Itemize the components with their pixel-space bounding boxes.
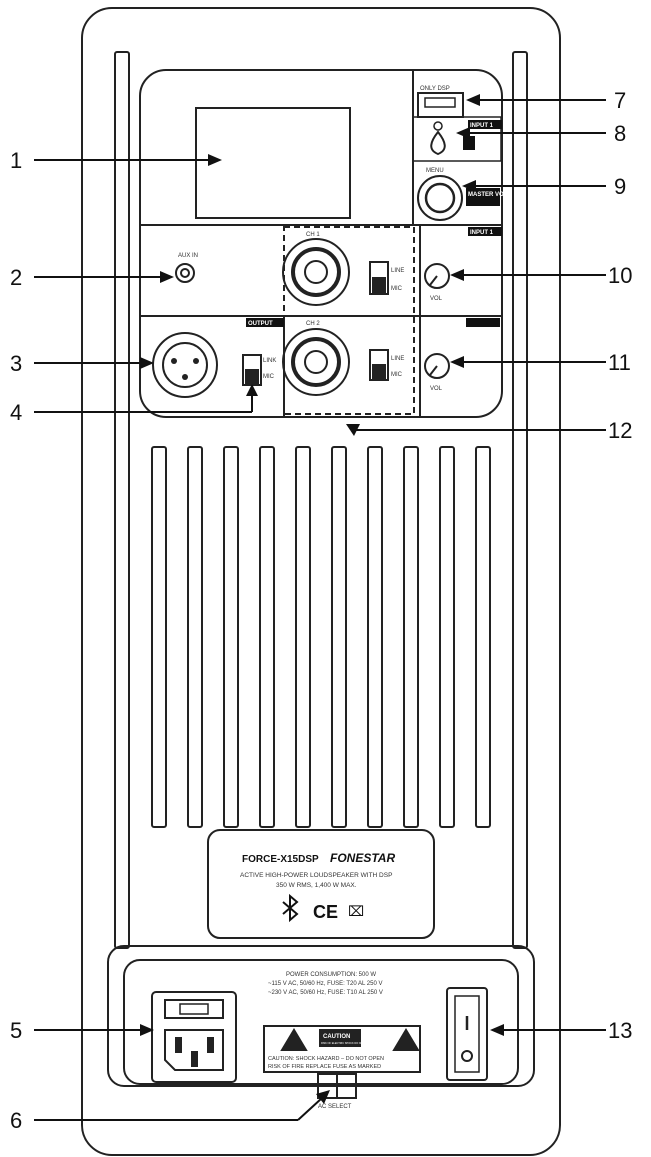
callout-11: 11 xyxy=(608,350,631,375)
label-plate xyxy=(207,829,435,939)
callout-6: 6 xyxy=(10,1108,22,1133)
ch2-combo-jack[interactable] xyxy=(282,328,350,396)
right-vent xyxy=(512,51,528,949)
ch1-vol-label: VOL xyxy=(430,296,443,302)
callout-3: 3 xyxy=(10,351,22,376)
master-volume-knob[interactable] xyxy=(417,175,463,221)
ch1-line-mic-switch[interactable] xyxy=(369,261,389,295)
callout-5: 5 xyxy=(10,1018,22,1043)
ch1-line-label: LINE xyxy=(391,268,404,274)
bluetooth-icon xyxy=(282,893,299,923)
ch2-volume-knob[interactable] xyxy=(424,353,450,379)
callout-9: 9 xyxy=(614,174,626,199)
ch2-label: CH 2 xyxy=(306,321,320,327)
only-dsp-label: ONLY DSP xyxy=(420,86,450,92)
ch1-combo-jack[interactable] xyxy=(282,238,350,306)
caution-subtitle: RISK OF ELECTRIC SHOCK DO NOT OPEN xyxy=(321,1042,372,1045)
callout-1: 1 xyxy=(10,148,22,173)
weee-bin-icon: ⌧ xyxy=(348,903,364,919)
plate-line2: 350 W RMS, 1,400 W MAX. xyxy=(276,882,357,889)
caution-warning-2: RISK OF FIRE REPLACE FUSE AS MARKED xyxy=(268,1064,381,1070)
model-name: FORCE-X15DSP xyxy=(242,854,319,865)
display-screen xyxy=(195,107,351,219)
brand-name: FONESTAR xyxy=(330,851,395,865)
callout-8: 8 xyxy=(614,121,626,146)
input1-top-badge: INPUT 1 xyxy=(470,123,494,129)
link-label: LINK xyxy=(263,358,276,364)
plate-line1: ACTIVE HIGH-POWER LOUDSPEAKER WITH DSP xyxy=(240,872,392,879)
iec-power-inlet[interactable] xyxy=(151,991,237,1083)
certification-icons: CE ⌧ xyxy=(282,893,364,923)
xlr-output-connector[interactable] xyxy=(152,332,218,398)
caution-title: CAUTION xyxy=(323,1034,350,1040)
power-section-inner xyxy=(123,959,519,1085)
ch2-vol-label: VOL xyxy=(430,386,443,392)
callout-13: 13 xyxy=(608,1018,632,1043)
ch2-mic-label: MIC xyxy=(391,372,403,378)
cabinet-outline xyxy=(81,7,561,1156)
ch2-line-label: LINE xyxy=(391,356,404,362)
aux-in-label: AUX IN xyxy=(178,253,198,259)
control-panel xyxy=(139,69,503,418)
menu-label: MENU xyxy=(426,168,444,174)
power-230v-text: ~230 V AC, 50/60 Hz, FUSE: T10 AL 250 V xyxy=(268,990,383,996)
caution-label xyxy=(263,1025,421,1073)
power-consumption-text: POWER CONSUMPTION: 500 W xyxy=(286,972,376,978)
left-vent xyxy=(114,51,130,949)
ac-select-label: AC SELECT xyxy=(318,1104,352,1110)
power-115v-text: ~115 V AC, 50/60 Hz, FUSE: T20 AL 250 V xyxy=(268,981,382,987)
callout-10: 10 xyxy=(608,263,632,288)
power-switch[interactable] xyxy=(446,987,488,1081)
callout-7: 7 xyxy=(614,88,626,113)
ir-sensor-icon xyxy=(430,130,446,156)
callout-4: 4 xyxy=(10,400,22,425)
ch2-line-mic-switch[interactable] xyxy=(369,349,389,381)
callout-2: 2 xyxy=(10,265,22,290)
power-section-outer xyxy=(107,945,535,1087)
master-vol-badge: MASTER VOL xyxy=(468,192,508,198)
middle-vents xyxy=(151,446,491,828)
ce-mark-icon: CE xyxy=(313,902,338,922)
output-badge: OUTPUT xyxy=(248,321,273,327)
caution-warning-1: CAUTION: SHOCK HAZARD – DO NOT OPEN xyxy=(268,1056,384,1062)
ch1-label: CH 1 xyxy=(306,232,320,238)
ch1-volume-knob[interactable] xyxy=(424,263,450,289)
input1-mid-badge: INPUT 1 xyxy=(470,230,494,236)
ch1-mic-label: MIC xyxy=(391,286,403,292)
callout-12: 12 xyxy=(608,418,632,443)
aux-in-jack[interactable] xyxy=(175,263,195,283)
link-mic-label: MIC xyxy=(263,374,275,380)
